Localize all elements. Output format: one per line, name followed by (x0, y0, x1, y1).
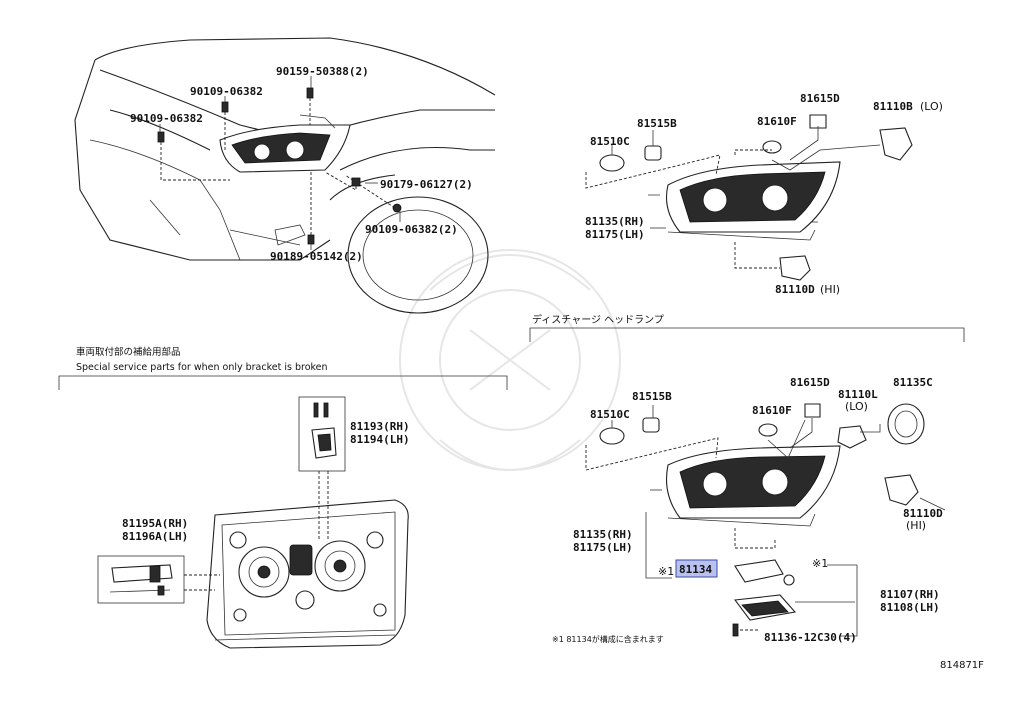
label-81110L: 81110L (838, 388, 878, 401)
label-81515B-top: 81515B (637, 117, 677, 130)
label-81135-rh-discharge: 81135(RH) (573, 528, 633, 541)
bracket-upper-parts (311, 402, 337, 459)
discharge-headlamp-title: ディスチャージ ヘッドランプ (532, 313, 664, 326)
headlamp-assembly-discharge (585, 403, 946, 637)
car-front-illustration (74, 37, 496, 314)
label-81134-highlighted[interactable]: 81134 (679, 563, 712, 576)
label-81175-lh-top: 81175(LH) (585, 228, 645, 241)
footnote-81134: ※1 81134が構成に含まれます (552, 634, 664, 644)
special-parts-title-jp: 車両取付部の補給用部品 (76, 346, 181, 358)
headlamp-assembly-top (585, 114, 913, 281)
label-81175-lh-discharge: 81175(LH) (573, 541, 633, 554)
label-81195A-rh: 81195A(RH) (122, 517, 188, 530)
note-mark-1b: ※1 (812, 557, 828, 570)
label-81194-lh: 81194(LH) (350, 433, 410, 446)
label-81110B-lo: (LO) (920, 100, 943, 113)
label-81110D-discharge: 81110D (903, 507, 943, 520)
special-parts-title-en: Special service parts for when only brac… (76, 362, 328, 373)
leader-lower-bracket (184, 574, 220, 591)
label-90179-06127: 90179-06127(2) (380, 178, 473, 191)
label-90189-05142: 90189-05142(2) (270, 250, 363, 263)
diagram-id: 814871F (940, 660, 984, 671)
label-81510C-discharge: 81510C (590, 408, 630, 421)
bracket-kit-box-lower (97, 555, 185, 604)
bracket-kit-box-upper (298, 396, 346, 472)
label-81610F-discharge: 81610F (752, 404, 792, 417)
headlamp-rear-view (206, 499, 409, 649)
label-81108-lh: 81108(LH) (880, 601, 940, 614)
label-81136: 81136-12C30(4) (764, 631, 857, 644)
label-90109-06382-a: 90109-06382 (190, 85, 263, 98)
label-81193-rh: 81193(RH) (350, 420, 410, 433)
highlight-81134[interactable] (675, 559, 718, 578)
discharge-section-bracket (529, 327, 965, 342)
label-90109-06382-b: 90109-06382 (130, 112, 203, 125)
label-90159-50388: 90159-50388(2) (276, 65, 369, 78)
label-90109-06382-c: 90109-06382(2) (365, 223, 458, 236)
label-81615D-top: 81615D (800, 92, 840, 105)
label-81135C: 81135C (893, 376, 933, 389)
label-81510C-top: 81510C (590, 135, 630, 148)
label-81110D-hi-top: (HI) (820, 283, 840, 296)
note-mark-1: ※1 (658, 565, 674, 578)
label-81196A-lh: 81196A(LH) (122, 530, 188, 543)
label-81110D-hi-discharge: (HI) (906, 519, 926, 532)
watermark-emblem (399, 249, 621, 471)
label-81107-rh: 81107(RH) (880, 588, 940, 601)
label-81610F-top: 81610F (757, 115, 797, 128)
label-81110D-top: 81110D (775, 283, 815, 296)
label-81615D-discharge: 81615D (790, 376, 830, 389)
bracket-lower-parts (109, 564, 173, 596)
label-81110L-lo: (LO) (845, 400, 868, 413)
special-parts-bracket (58, 375, 508, 390)
leader-upper-bracket (318, 471, 329, 540)
label-81135-rh-top: 81135(RH) (585, 215, 645, 228)
label-81110B: 81110B (873, 100, 913, 113)
label-81515B-discharge: 81515B (632, 390, 672, 403)
